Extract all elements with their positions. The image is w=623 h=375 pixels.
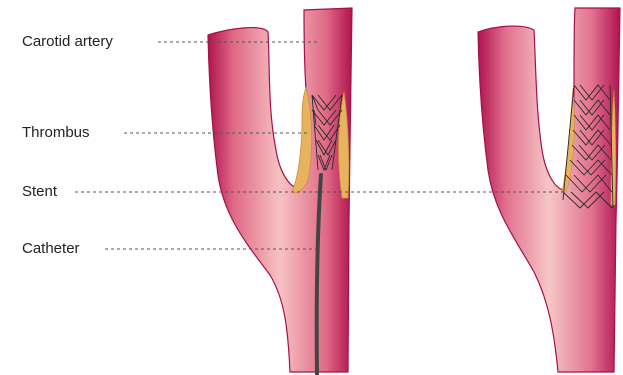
thrombus-label: Thrombus (22, 124, 90, 141)
left-vessel (208, 8, 352, 372)
right-vessel (478, 8, 620, 372)
left-thrombus (292, 88, 312, 193)
stent-label: Stent (22, 183, 58, 200)
carotid-artery-label: Carotid artery (22, 33, 113, 50)
catheter-label: Catheter (22, 240, 80, 257)
right-artery (478, 8, 620, 372)
label-carotid-artery: Carotid artery (22, 33, 318, 50)
